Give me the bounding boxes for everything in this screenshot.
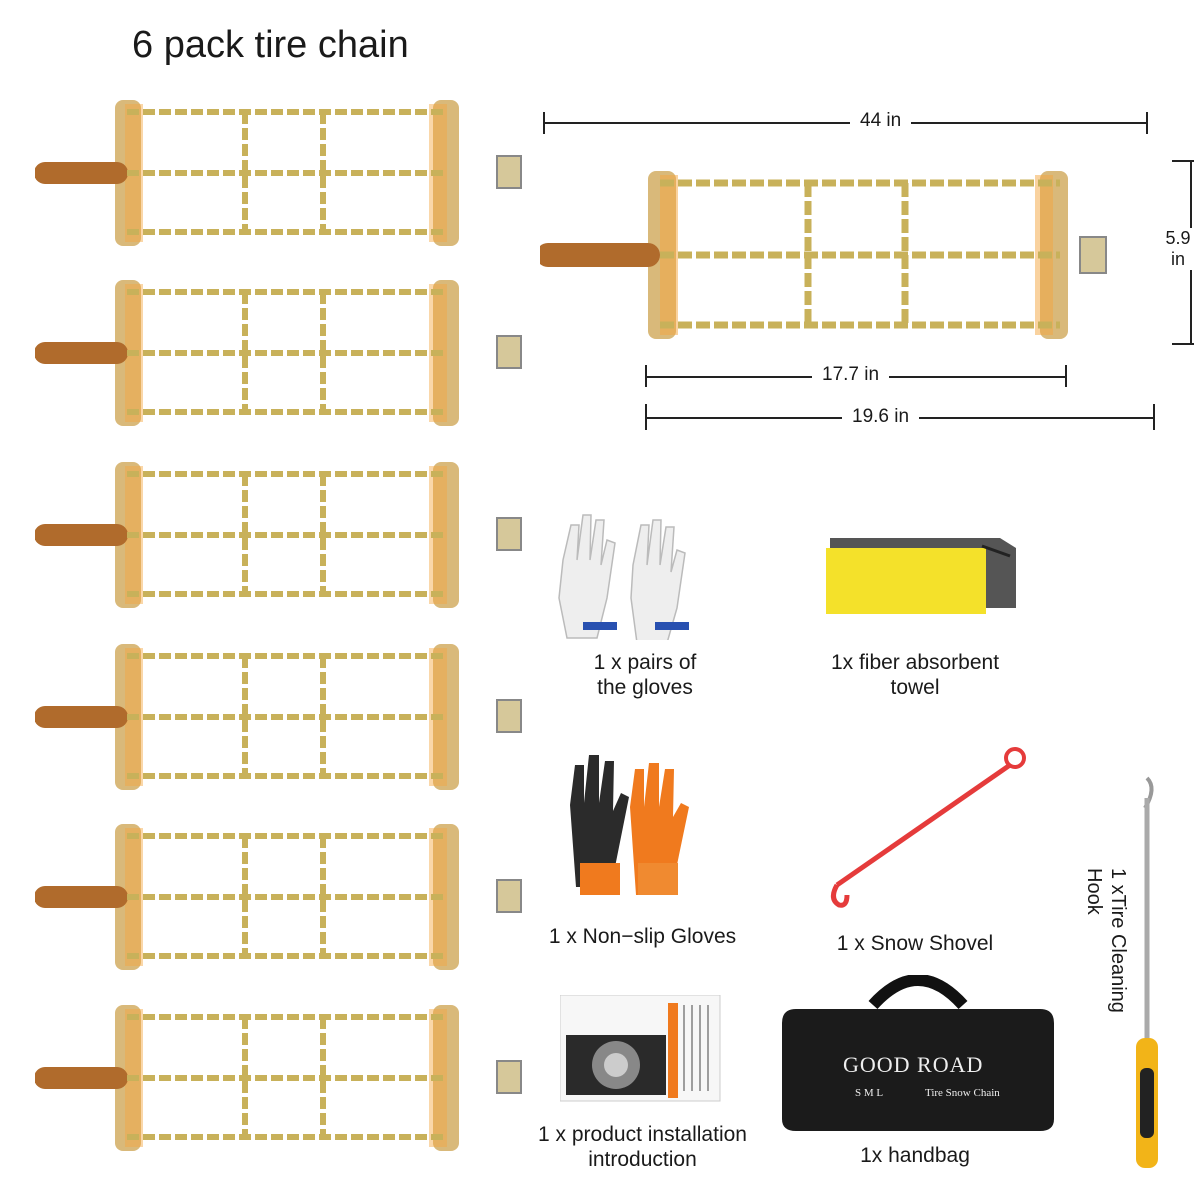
bag-subtitle: Tire Snow Chain — [925, 1087, 1000, 1099]
tire-chain-4 — [35, 642, 530, 792]
tire-chain-3 — [35, 460, 530, 610]
manual-image — [559, 994, 725, 1110]
dim-inner-width: 17.7 in — [812, 364, 890, 386]
cotton-gloves-image — [553, 510, 703, 645]
shovel-label: 1 x Snow Shovel — [836, 932, 994, 955]
tire-chain-2 — [35, 278, 530, 428]
handbag-image — [778, 974, 1058, 1140]
large-tire-chain — [540, 165, 1110, 345]
handbag-label: 1x handbag — [860, 1144, 970, 1167]
dim-length: 44 in — [850, 110, 912, 132]
nonslip-gloves-label: 1 x Non−slip Gloves — [548, 925, 737, 948]
towel-image — [822, 528, 1022, 628]
nonslip-gloves-image — [560, 745, 700, 910]
page-title: 6 pack tire chain — [132, 24, 409, 66]
snow-shovel-image — [825, 745, 1030, 915]
tire-chain-1 — [35, 98, 530, 248]
dim-height: 5.9 in — [1158, 228, 1198, 270]
dim-outer-width: 19.6 in — [842, 406, 920, 428]
bag-logo: S M L — [855, 1087, 884, 1099]
bag-brand: GOOD ROAD — [843, 1052, 984, 1077]
tire-hook-image — [1122, 768, 1172, 1183]
tire-chain-5 — [35, 822, 530, 972]
tire-chain-6 — [35, 1003, 530, 1153]
